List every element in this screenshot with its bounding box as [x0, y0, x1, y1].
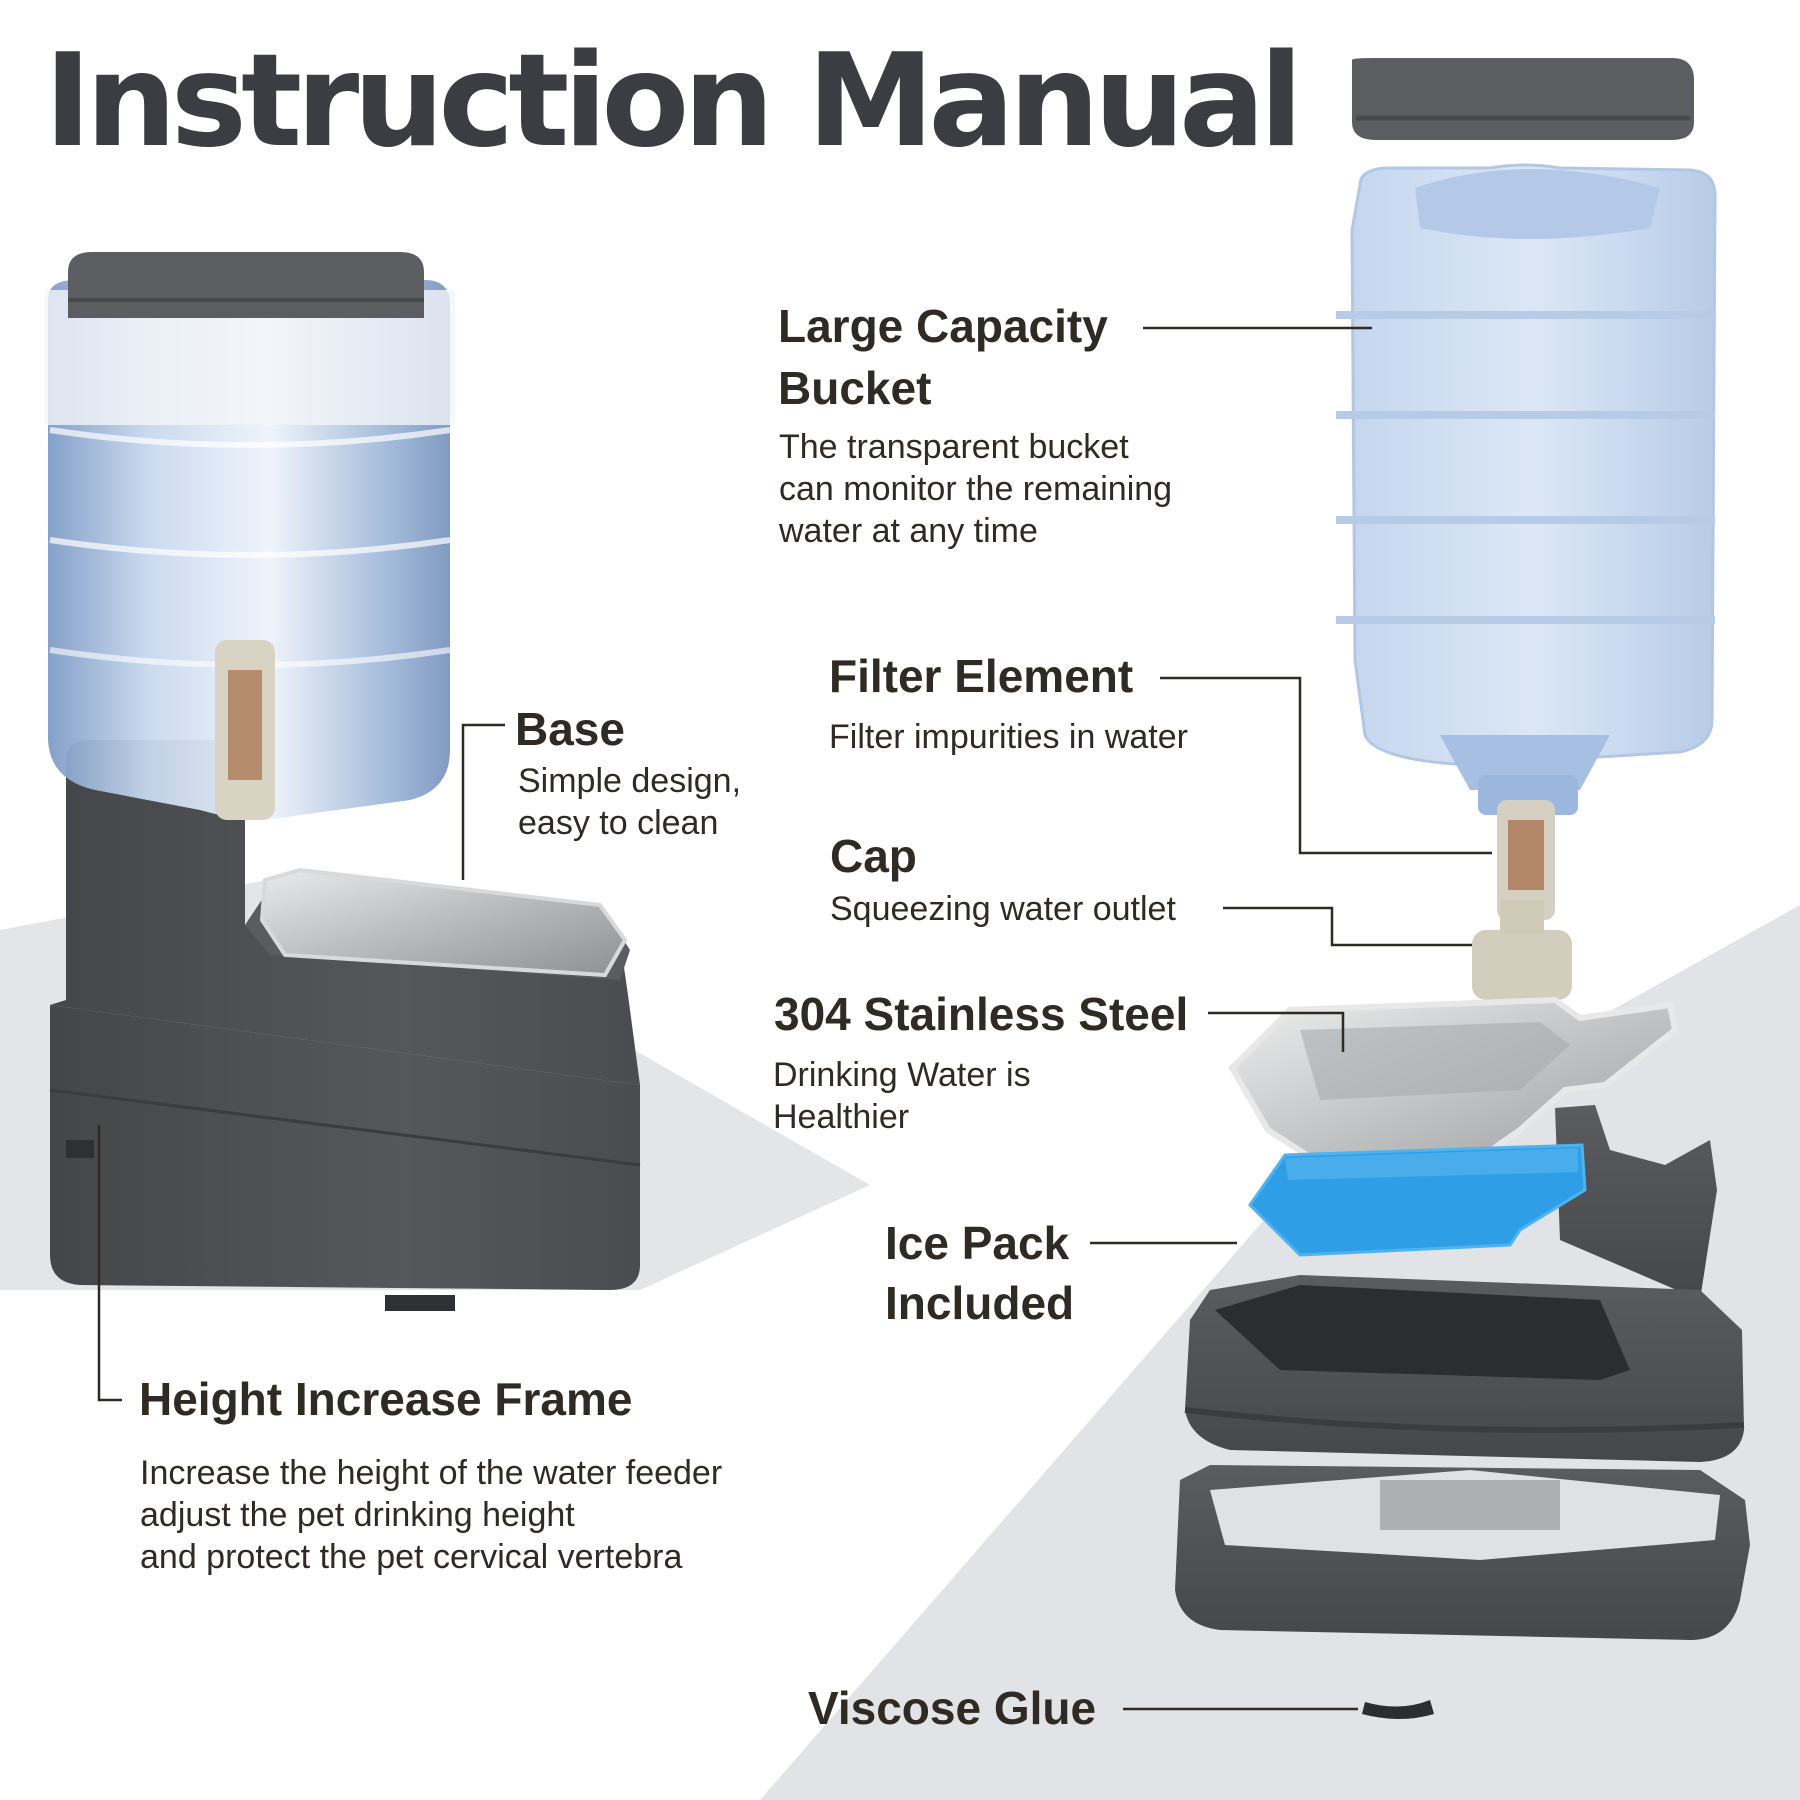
left-base-body: [50, 740, 640, 1085]
bucket-desc-line1: The transparent bucket: [779, 428, 1129, 466]
frame-desc-line1: Increase the height of the water feeder: [140, 1454, 723, 1492]
right-glue-pad: [1362, 1700, 1434, 1719]
right-cap-stem: [1500, 900, 1544, 935]
right-steel-bowl-inner: [1300, 1022, 1570, 1100]
cap-desc: Squeezing water outlet: [830, 890, 1176, 928]
right-filter-core: [1508, 820, 1544, 890]
bucket-label-line2: Bucket: [778, 362, 932, 414]
right-tray-back: [1555, 1105, 1717, 1300]
glue-label: Viscose Glue: [808, 1682, 1097, 1734]
left-foot-1: [66, 1140, 94, 1158]
steel-desc-line1: Drinking Water is: [773, 1056, 1031, 1094]
right-base-lip: [1184, 1407, 1745, 1433]
frame-label: Height Increase Frame: [139, 1373, 633, 1425]
left-foot-2: [385, 1295, 455, 1311]
right-lid: [1352, 58, 1694, 140]
right-bucket-rim: [1415, 169, 1660, 239]
left-bowl: [259, 867, 628, 978]
filter-label: Filter Element: [829, 650, 1134, 702]
left-frame-edge: [49, 1088, 641, 1167]
right-bucket: [1350, 163, 1717, 767]
right-frame-brace: [1380, 1480, 1560, 1530]
left-bucket-ridge-1: [49, 427, 451, 448]
frame-desc-line3: and protect the pet cervical vertebra: [140, 1538, 683, 1576]
bucket-label-line1: Large Capacity: [778, 300, 1108, 352]
left-frame: [50, 1005, 640, 1290]
right-base-opening: [1215, 1285, 1630, 1380]
cap-label: Cap: [830, 830, 917, 882]
floor-shadow-left: [0, 1185, 880, 1800]
ice-pack-label-line2: Included: [885, 1277, 1075, 1329]
steel-desc-line2: Healthier: [773, 1098, 910, 1136]
ice-pack-label-line1: Ice Pack: [885, 1217, 1070, 1269]
steel-label: 304 Stainless Steel: [774, 988, 1189, 1040]
bucket-desc-line3: water at any time: [779, 512, 1038, 550]
base-desc-line2: easy to clean: [518, 804, 719, 842]
filter-desc: Filter impurities in water: [829, 718, 1188, 756]
base-desc-line1: Simple design,: [518, 762, 742, 800]
frame-desc-line2: adjust the pet drinking height: [140, 1496, 575, 1534]
page-title: Instruction Manual: [44, 27, 1303, 176]
right-cap: [1472, 930, 1572, 1000]
right-ice-pack-top: [1285, 1148, 1578, 1180]
left-bucket-ridge-2: [49, 537, 451, 558]
left-filter-core: [228, 670, 262, 780]
base-label: Base: [515, 703, 625, 755]
bucket-desc-line2: can monitor the remaining: [779, 470, 1173, 508]
